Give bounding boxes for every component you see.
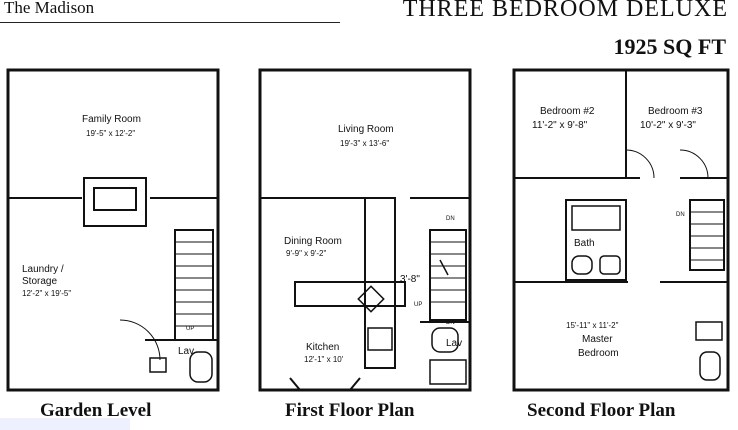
first-note-dn-1: DN	[446, 216, 455, 222]
second-floor-caption: Second Floor Plan	[527, 400, 676, 421]
first-dining-room-label: Dining Room	[284, 236, 342, 247]
garden-storage-label: Storage	[22, 276, 57, 287]
garden-stair-note: UP	[186, 326, 194, 332]
header-rule	[0, 22, 340, 23]
garden-lav-label: Lav	[178, 346, 194, 357]
first-floor-caption: First Floor Plan	[285, 400, 415, 421]
second-master-size: 15'-11" x 11'-2"	[566, 321, 619, 330]
second-bedroom3-size: 10'-2" x 9'-3"	[640, 120, 696, 131]
first-kitchen-size: 12'-1" x 10'	[304, 355, 344, 364]
second-note-dn: DN	[676, 212, 685, 218]
first-living-room-label: Living Room	[338, 124, 394, 135]
garden-level-caption: Garden Level	[40, 400, 152, 421]
second-master-label: Master	[582, 334, 613, 345]
first-living-room-size: 19'-3" x 13'-6"	[340, 139, 389, 148]
first-hall-dimension: 3'-8"	[400, 274, 420, 285]
garden-family-room-label: Family Room	[82, 114, 141, 125]
unit-type-title: THREE BEDROOM DELUXE	[402, 0, 728, 22]
garden-family-room-size: 19'-5" x 12'-2"	[86, 129, 135, 138]
second-bedroom-label: Bedroom	[578, 348, 619, 359]
first-note-up: UP	[414, 302, 422, 308]
scan-artifact	[0, 418, 130, 430]
square-footage: 1925 SQ FT	[613, 34, 726, 59]
second-bedroom2-label: Bedroom #2	[540, 106, 595, 117]
floor-plans: Family Room 19'-5" x 12'-2" Laundry / St…	[6, 68, 730, 392]
first-lav-label: Lav	[446, 338, 462, 349]
garden-laundry-label: Laundry /	[22, 264, 64, 275]
second-bath-label: Bath	[574, 238, 595, 249]
garden-laundry-size: 12'-2" x 19'-5"	[22, 289, 71, 298]
garden-level-plan	[6, 68, 220, 392]
second-bedroom3-label: Bedroom #3	[648, 106, 703, 117]
first-note-dn-2: DN	[446, 320, 455, 326]
building-name: The Madison	[4, 0, 95, 17]
second-floor-plan	[512, 68, 730, 392]
first-kitchen-label: Kitchen	[306, 342, 339, 353]
first-floor-plan	[258, 68, 472, 392]
first-dining-room-size: 9'-9" x 9'-2"	[286, 249, 326, 258]
second-bedroom2-size: 11'-2" x 9'-8"	[532, 120, 588, 131]
